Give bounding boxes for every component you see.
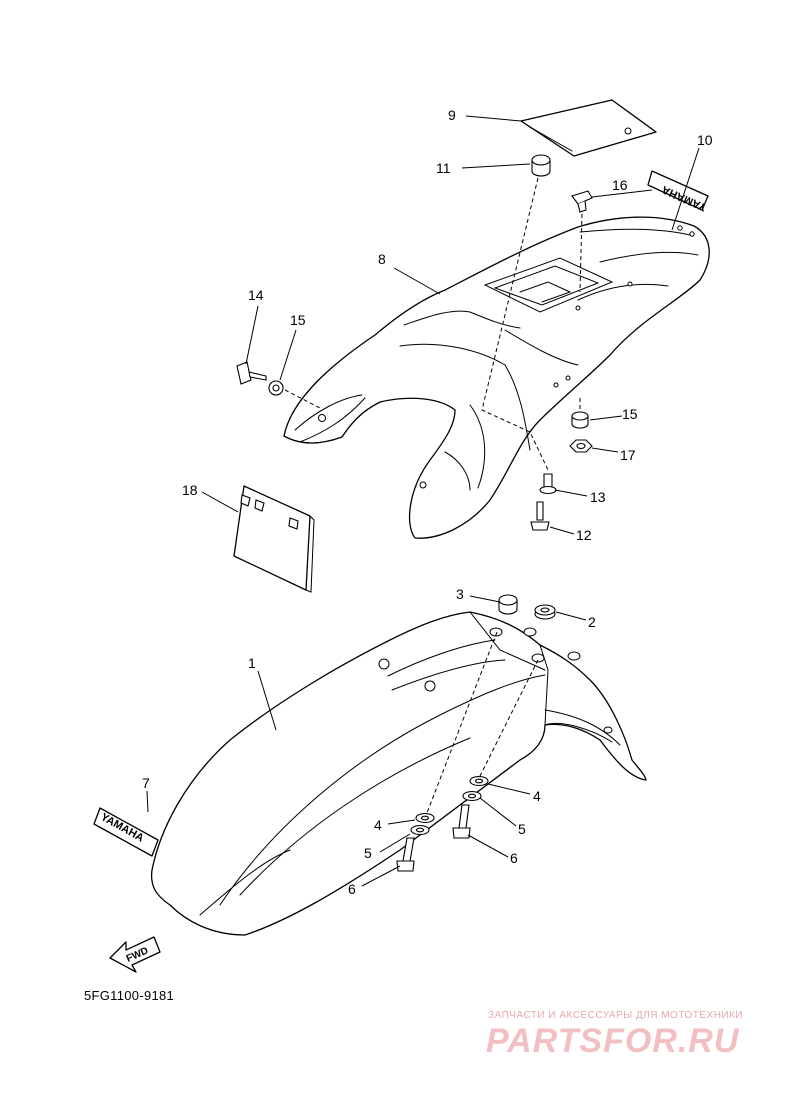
callout-12: 12 — [576, 527, 592, 543]
watermark-tagline: ЗАПЧАСТИ И АКСЕССУАРЫ ДЛЯ МОТОТЕХНИКИ — [488, 1010, 744, 1021]
part-17-nut — [569, 439, 593, 453]
part-15-collar-left — [268, 380, 284, 396]
callout-1: 1 — [248, 655, 256, 671]
part-9-panel — [520, 99, 657, 157]
callout-3: 3 — [456, 586, 464, 602]
part-4-collar-left — [415, 812, 435, 824]
callout-6b: 6 — [510, 850, 518, 866]
assembly-line-16 — [579, 213, 583, 293]
part-2-grommet — [534, 604, 556, 620]
callout-5b: 5 — [518, 821, 526, 837]
part-14-bolt — [236, 361, 267, 385]
callout-6a: 6 — [348, 881, 356, 897]
assembly-line-front-right — [477, 659, 539, 781]
callout-15a: 15 — [290, 312, 306, 328]
callout-4a: 4 — [374, 817, 382, 833]
leader-lines — [146, 115, 700, 887]
part-15-collar-right — [571, 411, 589, 429]
diagram-code: 5FG1100-9181 — [84, 988, 175, 1003]
part-1-front-fender — [150, 611, 647, 936]
part-6-bolt-right — [452, 804, 471, 839]
callout-numbers: 9 11 10 16 8 14 15 15 17 13 12 18 3 2 1 … — [142, 107, 713, 897]
callout-18: 18 — [182, 482, 198, 498]
callout-14: 14 — [248, 287, 264, 303]
part-5-washer-right — [462, 790, 482, 802]
part-16-clip — [571, 190, 593, 213]
fwd-arrow-icon: FWD — [109, 936, 161, 973]
part-3-collar — [498, 594, 518, 615]
callout-4b: 4 — [533, 788, 541, 804]
assembly-line-front-left — [424, 631, 498, 819]
part-18-plate — [233, 485, 315, 593]
part-6-bolt-left — [396, 837, 415, 872]
part-5-washer-left — [410, 824, 430, 836]
part-4-collar-right — [469, 775, 489, 787]
part-8-rear-fender — [283, 216, 710, 539]
callout-16: 16 — [612, 177, 628, 193]
assembly-line-11 — [481, 177, 549, 471]
callout-5a: 5 — [364, 845, 372, 861]
callout-2: 2 — [588, 614, 596, 630]
part-7-front-emblem: YAMAHA — [93, 807, 159, 857]
part-13-bolt — [539, 473, 557, 495]
callout-7: 7 — [142, 775, 150, 791]
watermark-logo: PARTSFOR.RU — [486, 1022, 740, 1060]
callout-10: 10 — [697, 132, 713, 148]
callout-15b: 15 — [622, 406, 638, 422]
part-11-grommet — [531, 154, 551, 177]
callout-9: 9 — [448, 107, 456, 123]
callout-13: 13 — [590, 489, 606, 505]
callout-17: 17 — [620, 447, 636, 463]
callout-8: 8 — [378, 251, 386, 267]
part-10-rear-emblem: YAMAHA — [647, 170, 709, 213]
callout-11: 11 — [436, 160, 451, 176]
part-12-screw — [530, 501, 550, 531]
